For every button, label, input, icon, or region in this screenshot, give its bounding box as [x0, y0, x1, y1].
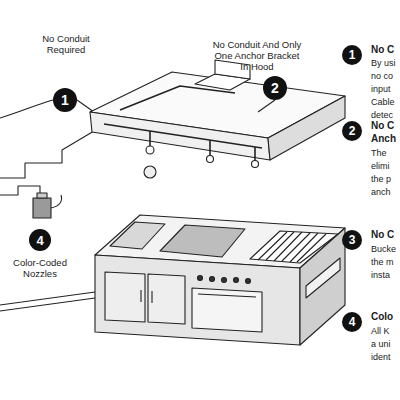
oven-handle [198, 294, 256, 297]
callout-label: No Conduit Required [30, 34, 102, 56]
callout-circle: 2 [263, 76, 287, 100]
cable [51, 195, 62, 208]
feature-text: By usi [371, 58, 396, 68]
feature-text: insta [371, 270, 390, 280]
callout-label: No Conduit And Only One Anchor Bracket I… [212, 40, 302, 73]
feature-text: detec [371, 110, 393, 120]
callout-circle: 3 [342, 230, 362, 250]
callout-number: 3 [349, 233, 356, 247]
nozzle-sample [33, 198, 51, 218]
feature-text: Bucke [371, 244, 396, 254]
feature-text: ident [371, 352, 391, 362]
callout-number: 2 [349, 124, 356, 138]
burner-knob [222, 278, 227, 283]
callout-number: 2 [271, 80, 279, 96]
griddle-plate [160, 225, 245, 257]
feature-text: All K [371, 326, 390, 336]
callout-circle: 2 [342, 121, 362, 141]
appliance-front [95, 255, 300, 345]
callout-label: Color-Coded Nozzles [7, 258, 73, 280]
feature-text: the m [371, 257, 394, 267]
callout-number: 1 [349, 48, 356, 62]
callout-circle: 4 [29, 229, 51, 251]
hood-front [90, 112, 270, 160]
cable [0, 131, 94, 178]
feature-text: The [371, 148, 387, 158]
grill-box [250, 231, 338, 263]
callout-number: 4 [349, 315, 356, 329]
leader-line [258, 100, 275, 112]
feature-text: elimi [371, 161, 390, 171]
feature-text: the p [371, 174, 391, 184]
oven-door [192, 288, 262, 332]
burner-knob [246, 279, 251, 284]
burner-knob [210, 277, 215, 282]
feature-text: No C [371, 44, 394, 56]
grill-grate [258, 232, 326, 262]
feature-text: Cable [371, 97, 395, 107]
agent-pipe [104, 124, 262, 148]
callout-circle: 1 [53, 88, 77, 112]
nozzle [207, 156, 214, 163]
callout-number: 1 [61, 92, 69, 108]
callout-number: 4 [36, 233, 43, 248]
nozzle-drop [150, 131, 255, 161]
nozzle-detail [144, 166, 156, 178]
cabinet-door [105, 272, 145, 322]
feature-text: Anch [371, 133, 396, 145]
feature-text: No C [371, 120, 394, 132]
cabinet-door [148, 274, 185, 324]
feature-text: a uni [371, 339, 391, 349]
feature-text: anch [371, 187, 391, 197]
hood-side [268, 96, 345, 160]
burner-knob [198, 276, 203, 281]
cable [0, 186, 40, 198]
feature-text: no co [371, 71, 393, 81]
callout-circle: 1 [342, 45, 362, 65]
nozzle [252, 161, 259, 168]
feature-text: No C [371, 229, 394, 241]
floor-pipe [0, 292, 95, 311]
agent-pipe [120, 86, 235, 110]
nozzle-cap [37, 193, 47, 198]
control-panel [306, 258, 340, 298]
feature-text: input [371, 84, 391, 94]
callout-circle: 4 [342, 312, 362, 332]
door-handle [141, 290, 152, 303]
cable [0, 100, 53, 118]
feature-text: Colo [371, 311, 393, 323]
sink-basin [110, 222, 165, 249]
nozzle [146, 146, 154, 154]
burner-knob [234, 278, 239, 283]
